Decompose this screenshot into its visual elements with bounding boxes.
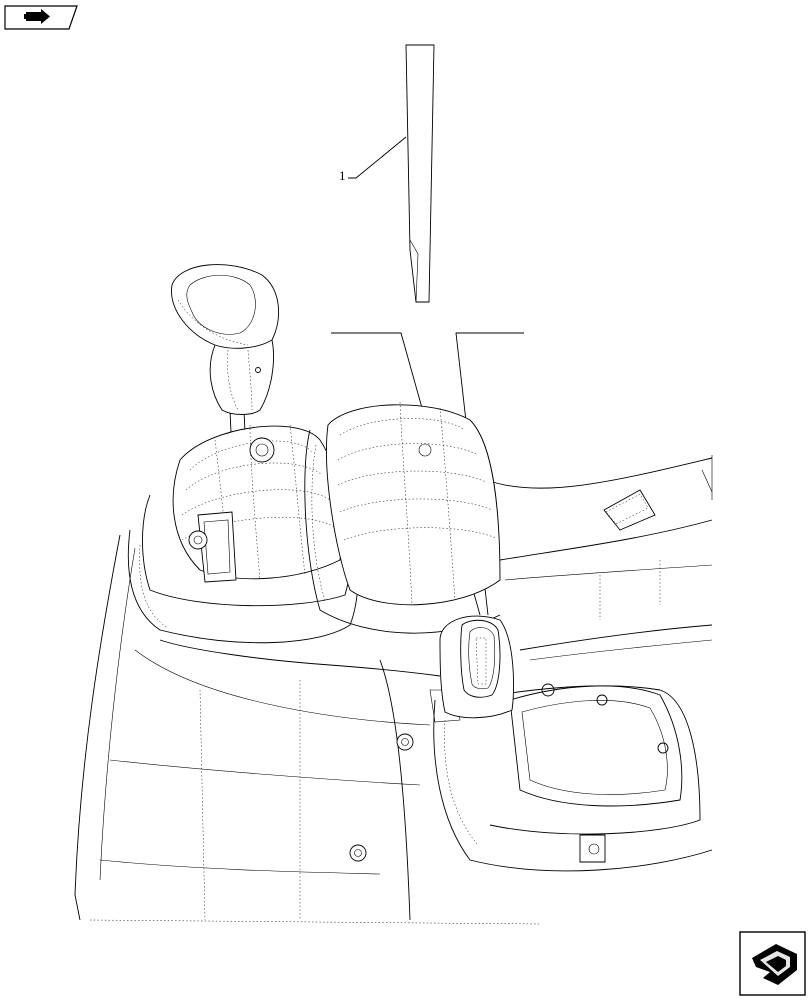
part-1-strip [405, 44, 435, 303]
left-shifter-boot [127, 424, 359, 644]
return-arrow-icon [752, 944, 797, 985]
cab-right-panel [486, 455, 713, 661]
armrest-console [349, 683, 713, 872]
right-joystick-boot [304, 401, 501, 634]
callout-label-1: 1 [339, 168, 346, 183]
control-pod [439, 615, 515, 719]
cab-floor-outline [74, 534, 541, 925]
nav-badge-bottom[interactable] [739, 931, 806, 996]
forward-arrow-icon [24, 9, 50, 24]
callout-1: 1 [339, 136, 407, 183]
nav-badge-top[interactable] [4, 5, 78, 30]
